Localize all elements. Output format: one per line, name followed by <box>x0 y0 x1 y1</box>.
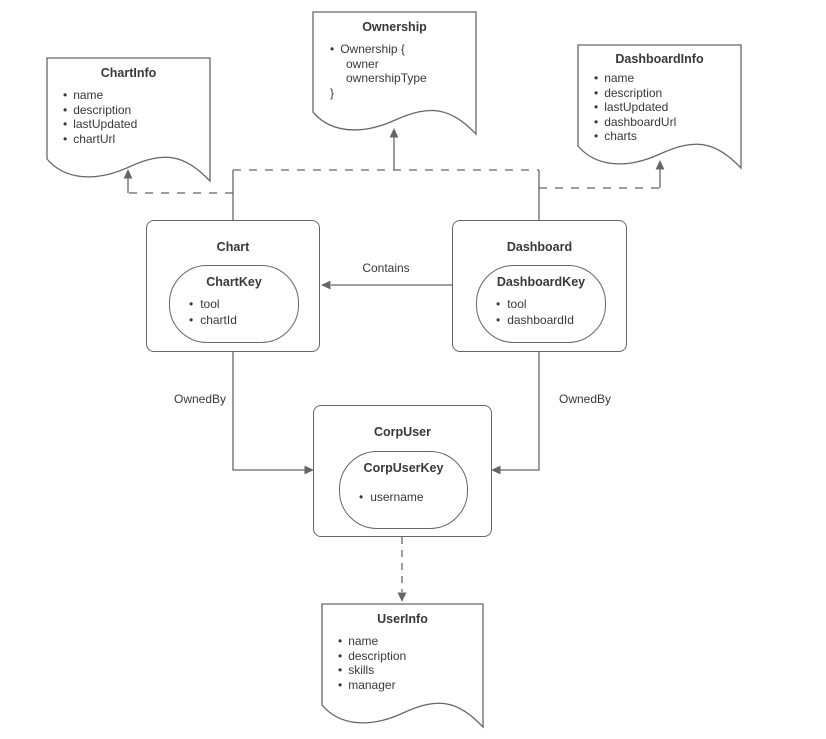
chartkey-shape: ChartKey tool chartId <box>169 265 299 343</box>
chartkey-field-list: tool chartId <box>170 296 298 328</box>
arrowhead-dashboardinfo <box>655 160 665 170</box>
list-item: name <box>63 88 211 103</box>
list-item: lastUpdated <box>594 100 742 115</box>
arrowhead-chart-ownedby <box>304 465 314 475</box>
dashboardinfo-title: DashboardInfo <box>615 52 704 66</box>
arrowhead-userinfo <box>397 592 407 602</box>
edge-label-chart-ownedby: OwnedBy <box>171 392 229 406</box>
list-item: name <box>594 71 742 86</box>
list-item: charts <box>594 129 742 144</box>
dashboardkey-field-list: tool dashboardId <box>477 296 605 328</box>
dashboardkey-shape: DashboardKey tool dashboardId <box>476 265 606 343</box>
arrowhead-ownership <box>389 128 399 138</box>
dashboardkey-title: DashboardKey <box>496 275 586 289</box>
chartkey-title: ChartKey <box>206 275 262 289</box>
edge-chart-ownedby-line <box>232 352 305 471</box>
corpuserkey-field-list: username <box>340 489 467 505</box>
userinfo-field-list: name description skills manager <box>321 634 484 692</box>
arrowhead-chartinfo <box>123 169 133 179</box>
list-item: description <box>63 103 211 118</box>
list-item: description <box>338 649 484 664</box>
node-chartinfo: ChartInfo name description lastUpdated c… <box>46 57 211 185</box>
userinfo-title: UserInfo <box>377 612 428 626</box>
list-item: chartId <box>189 312 298 328</box>
edge-dashboard-ownedby-line <box>500 352 540 471</box>
node-corpuser: CorpUser CorpUserKey username <box>313 405 492 537</box>
node-dashboard: Dashboard DashboardKey tool dashboardId <box>452 220 627 352</box>
node-ownership: Ownership Ownership { owner ownershipTyp… <box>312 11 477 138</box>
node-dashboardinfo: DashboardInfo name description lastUpdat… <box>577 44 742 172</box>
ownership-title: Ownership <box>362 20 427 34</box>
record-line: } <box>330 85 335 100</box>
list-item: tool <box>189 296 298 312</box>
ownership-record-lines: Ownership { owner ownershipType } <box>312 42 477 100</box>
record-line: owner <box>346 56 379 71</box>
list-item: chartUrl <box>63 132 211 147</box>
list-item: dashboardUrl <box>594 115 742 130</box>
chart-title: Chart <box>216 240 250 254</box>
list-item: name <box>338 634 484 649</box>
record-line: ownershipType <box>346 71 427 86</box>
corpuserkey-shape: CorpUserKey username <box>339 451 468 529</box>
dashboard-title: Dashboard <box>506 240 573 254</box>
record-line: Ownership { <box>330 42 477 57</box>
node-userinfo: UserInfo name description skills manager <box>321 603 484 731</box>
dashboardinfo-field-list: name description lastUpdated dashboardUr… <box>577 71 742 144</box>
arrowhead-contains <box>321 280 331 290</box>
list-item: dashboardId <box>496 312 605 328</box>
edge-label-dashboard-ownedby: OwnedBy <box>556 392 614 406</box>
list-item: lastUpdated <box>63 117 211 132</box>
corpuserkey-title: CorpUserKey <box>363 461 444 475</box>
node-chart: Chart ChartKey tool chartId <box>146 220 320 352</box>
corpuser-title: CorpUser <box>374 425 431 439</box>
list-item: skills <box>338 663 484 678</box>
chartinfo-title: ChartInfo <box>100 66 157 80</box>
list-item: tool <box>496 296 605 312</box>
arrowhead-dashboard-ownedby <box>491 465 501 475</box>
list-item: manager <box>338 678 484 693</box>
chartinfo-field-list: name description lastUpdated chartUrl <box>46 88 211 146</box>
list-item: description <box>594 86 742 101</box>
list-item: username <box>359 489 467 505</box>
edge-label-contains: Contains <box>360 261 412 275</box>
